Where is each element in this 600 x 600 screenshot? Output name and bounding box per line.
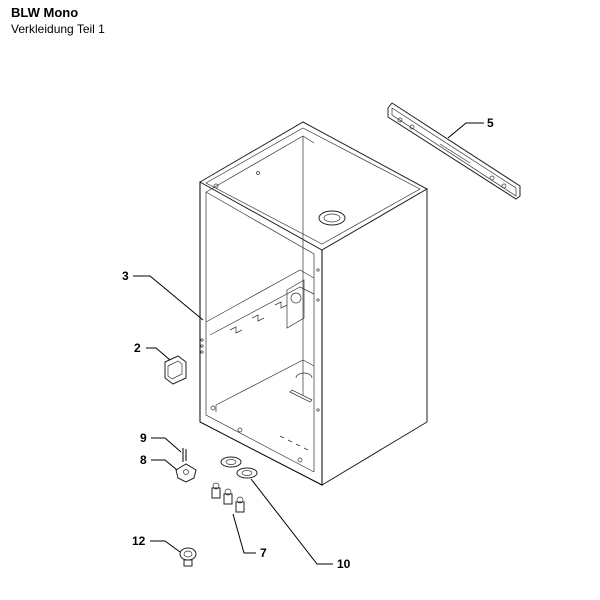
grommet-part	[220, 456, 258, 479]
ring-clamp-part	[179, 547, 197, 567]
diagram-subtitle: Verkleidung Teil 1	[11, 22, 105, 36]
callout-5: 5	[487, 116, 494, 130]
terminal-part	[211, 482, 245, 513]
screw-part	[182, 448, 187, 462]
callout-8: 8	[140, 453, 147, 467]
callout-2: 2	[134, 341, 141, 355]
callout-12: 12	[132, 534, 146, 548]
leader-lines	[133, 122, 484, 565]
callout-7: 7	[260, 546, 267, 560]
diagram-title: BLW Mono	[11, 5, 79, 20]
rear-bracket-part	[387, 102, 521, 200]
housing-frame	[198, 121, 429, 486]
callout-9: 9	[140, 431, 147, 445]
switch-part	[164, 355, 187, 385]
callout-10: 10	[337, 557, 351, 571]
callout-3: 3	[122, 269, 129, 283]
clip-part	[175, 463, 197, 483]
